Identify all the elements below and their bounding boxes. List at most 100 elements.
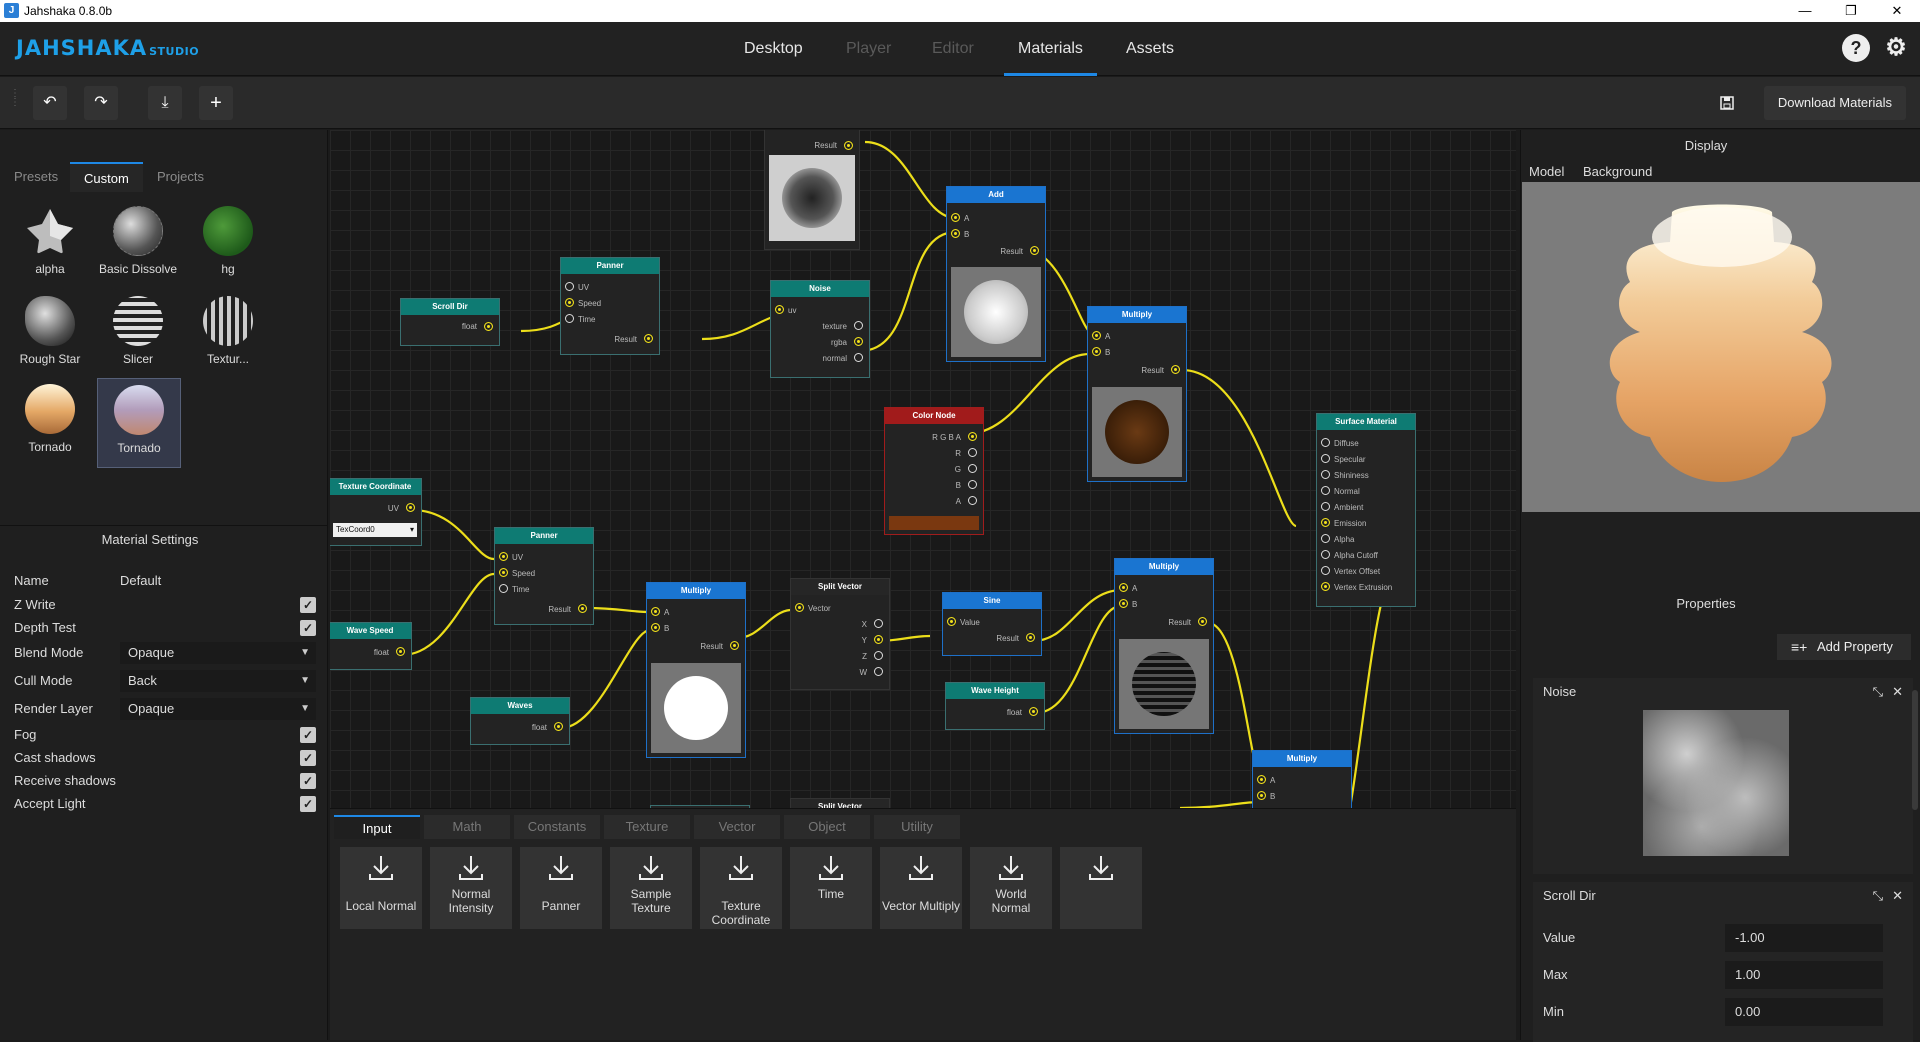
- tab-custom[interactable]: Custom: [70, 162, 143, 192]
- input-pin-vector[interactable]: [795, 603, 804, 612]
- input-pin-alpha-cutoff[interactable]: [1321, 550, 1330, 559]
- output-pin[interactable]: [1029, 707, 1038, 716]
- tab-projects[interactable]: Projects: [157, 169, 204, 184]
- material-hg[interactable]: hg: [186, 200, 270, 286]
- palette-item-texture-coordinate[interactable]: Time: [790, 847, 872, 929]
- node-add[interactable]: Add A B Result: [946, 186, 1046, 362]
- texcoord-select[interactable]: TexCoord0▾: [333, 523, 417, 537]
- tab-model[interactable]: Model: [1529, 164, 1565, 179]
- output-pin[interactable]: [644, 334, 653, 343]
- input-pin-b[interactable]: [1092, 347, 1101, 356]
- render-layer-select[interactable]: Opaque▼: [120, 698, 316, 720]
- output-pin[interactable]: [1030, 246, 1039, 255]
- zwrite-checkbox[interactable]: ✓: [300, 597, 316, 613]
- output-pin-normal[interactable]: [854, 353, 863, 362]
- expand-icon[interactable]: ⤡: [1872, 888, 1883, 903]
- input-pin-a[interactable]: [1092, 331, 1101, 340]
- minimize-button[interactable]: —: [1798, 3, 1812, 18]
- input-pin-specular[interactable]: [1321, 454, 1330, 463]
- input-pin-normal[interactable]: [1321, 486, 1330, 495]
- input-pin-b[interactable]: [651, 623, 660, 632]
- node-multiply-3[interactable]: Multiply A B Result: [1114, 558, 1214, 734]
- node-partial[interactable]: [650, 805, 750, 808]
- node-multiply-2[interactable]: Multiply A B Result: [646, 582, 746, 758]
- material-texture[interactable]: Textur...: [186, 290, 270, 376]
- maximize-button[interactable]: ❐: [1845, 3, 1857, 18]
- node-waves[interactable]: Waves float: [470, 697, 570, 745]
- input-pin-a[interactable]: [1119, 583, 1128, 592]
- blend-mode-select[interactable]: Opaque▼: [120, 642, 316, 664]
- output-pin[interactable]: [730, 641, 739, 650]
- output-pin-x[interactable]: [874, 619, 883, 628]
- input-pin-b[interactable]: [1119, 599, 1128, 608]
- palette-item-vector-multiply[interactable]: World Normal: [970, 847, 1052, 929]
- output-pin-a[interactable]: [968, 496, 977, 505]
- input-pin-b[interactable]: [951, 229, 960, 238]
- output-pin-rgba[interactable]: [968, 432, 977, 441]
- node-noise[interactable]: Noise uv texture rgba normal: [770, 280, 870, 378]
- noise-texture-preview[interactable]: [1643, 710, 1789, 856]
- node-scroll-dir[interactable]: Scroll Dir float: [400, 298, 500, 346]
- nav-tab-player[interactable]: Player: [846, 40, 892, 57]
- node-texture-coordinate[interactable]: Texture Coordinate UV TexCoord0▾: [330, 478, 422, 546]
- palette-tab-math[interactable]: Math: [424, 815, 510, 839]
- min-input[interactable]: 0.00: [1725, 998, 1883, 1026]
- output-pin-g[interactable]: [968, 464, 977, 473]
- material-tornado[interactable]: Tornado: [8, 378, 92, 464]
- output-pin[interactable]: [406, 503, 415, 512]
- output-pin[interactable]: [578, 604, 587, 613]
- add-button[interactable]: +: [199, 86, 233, 120]
- output-pin-y[interactable]: [874, 635, 883, 644]
- value-input[interactable]: -1.00: [1725, 924, 1883, 952]
- node-panner[interactable]: Panner UV Speed Time Result: [560, 257, 660, 355]
- node-sine[interactable]: Sine Value Result: [942, 592, 1042, 656]
- material-basic-dissolve[interactable]: Basic Dissolve: [96, 200, 180, 286]
- palette-item-texture[interactable]: Texture Coordinate: [700, 847, 782, 929]
- palette-tab-constants[interactable]: Constants: [514, 815, 600, 839]
- node-wave-speed[interactable]: Wave Speed float: [330, 622, 412, 670]
- palette-tab-input[interactable]: Input: [334, 815, 420, 839]
- material-slicer[interactable]: Slicer: [96, 290, 180, 376]
- material-name-value[interactable]: Default: [120, 573, 162, 588]
- node-wave-height[interactable]: Wave Height float: [945, 682, 1045, 730]
- palette-tab-object[interactable]: Object: [784, 815, 870, 839]
- cull-mode-select[interactable]: Back▼: [120, 670, 316, 692]
- input-pin-b[interactable]: [1257, 791, 1266, 800]
- output-pin-texture[interactable]: [854, 321, 863, 330]
- color-swatch[interactable]: [889, 516, 979, 530]
- output-pin-z[interactable]: [874, 651, 883, 660]
- input-pin-a[interactable]: [1257, 775, 1266, 784]
- model-viewport[interactable]: [1522, 182, 1920, 512]
- output-pin[interactable]: [484, 322, 493, 331]
- help-icon[interactable]: ?: [1842, 34, 1870, 62]
- input-pin-diffuse[interactable]: [1321, 438, 1330, 447]
- input-pin-emission[interactable]: [1321, 518, 1330, 527]
- nav-tab-assets[interactable]: Assets: [1126, 40, 1175, 57]
- node-color[interactable]: Color Node R G B A R G B A: [884, 407, 984, 535]
- output-pin[interactable]: [554, 722, 563, 731]
- undo-button[interactable]: ↶: [33, 86, 67, 120]
- expand-icon[interactable]: ⤡: [1872, 684, 1883, 699]
- redo-button[interactable]: ↷: [84, 86, 118, 120]
- palette-item-normal-intensity[interactable]: Normal Intensity: [430, 847, 512, 929]
- palette-item-time[interactable]: Vector Multiply: [880, 847, 962, 929]
- input-pin-a[interactable]: [951, 213, 960, 222]
- nav-tab-materials[interactable]: Materials: [1004, 22, 1097, 76]
- tab-presets[interactable]: Presets: [14, 169, 59, 184]
- input-pin-vertex-offset[interactable]: [1321, 566, 1330, 575]
- output-pin-r[interactable]: [968, 448, 977, 457]
- material-alpha[interactable]: alpha: [8, 200, 92, 286]
- output-pin[interactable]: [1171, 365, 1180, 374]
- input-pin-alpha[interactable]: [1321, 534, 1330, 543]
- settings-gear-icon[interactable]: ⚙: [1885, 34, 1907, 61]
- close-icon[interactable]: ✕: [1892, 888, 1903, 903]
- palette-item-sample-texture[interactable]: Sample Texture: [610, 847, 692, 929]
- node-split-vector[interactable]: Split Vector Vector X Y Z W: [790, 578, 890, 690]
- input-pin-vertex-extrusion[interactable]: [1321, 582, 1330, 591]
- nav-tab-editor[interactable]: Editor: [932, 40, 974, 57]
- palette-item-world-normal[interactable]: [1060, 847, 1142, 929]
- output-pin-rgba[interactable]: [854, 337, 863, 346]
- material-rough-star[interactable]: Rough Star: [8, 290, 92, 376]
- input-pin-ambient[interactable]: [1321, 502, 1330, 511]
- node-multiply[interactable]: Multiply A B Result: [1087, 306, 1187, 482]
